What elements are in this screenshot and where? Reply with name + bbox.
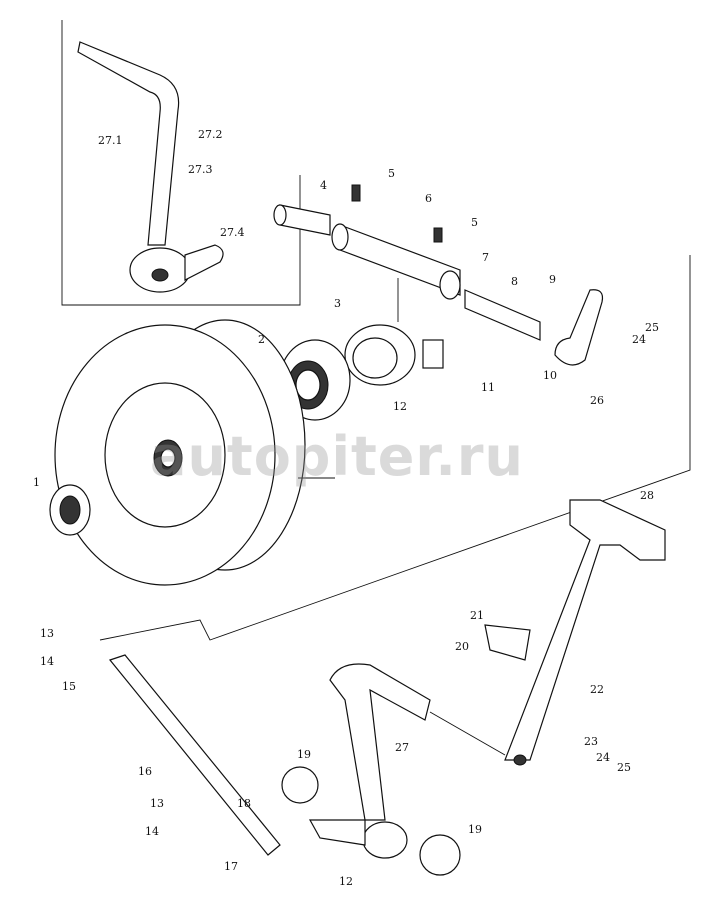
release-fork-assembly (273, 184, 541, 341)
callout: 1 (33, 476, 40, 489)
callout: 11 (481, 381, 495, 394)
callout: 26 (590, 394, 604, 407)
callout: 19 (468, 823, 482, 836)
callout: 9 (549, 273, 556, 286)
callout: 17 (224, 860, 238, 873)
callout: 12 (393, 400, 407, 413)
callout: 2 (258, 333, 265, 346)
callout: 27.4 (220, 226, 245, 239)
callout: 15 (62, 680, 76, 693)
callout: 21 (470, 609, 484, 622)
callout: 14 (145, 825, 159, 838)
callout: 4 (320, 179, 327, 192)
callout: 23 (584, 735, 598, 748)
callout: 16 (138, 765, 152, 778)
clutch-disc (49, 319, 306, 586)
callout: 25 (645, 321, 659, 334)
callout: 19 (297, 748, 311, 761)
bracket-21 (484, 624, 531, 661)
clutch-rod-16 (108, 654, 281, 856)
callout: 27.1 (98, 134, 123, 147)
inset-frame (61, 20, 301, 306)
callout: 13 (150, 797, 164, 810)
callout: 8 (511, 275, 518, 288)
callout: 3 (334, 297, 341, 310)
callout: 27.2 (198, 128, 223, 141)
leader-lines (298, 278, 506, 756)
callout: 22 (590, 683, 604, 696)
lever-10 (554, 289, 604, 366)
clutch-pedal (504, 499, 666, 766)
callout: 6 (425, 192, 432, 205)
pedal-lever-inset (77, 41, 224, 293)
callout: 24 (596, 751, 610, 764)
callout: 7 (482, 251, 489, 264)
callout: 12 (339, 875, 353, 888)
callout: 25 (617, 761, 631, 774)
callout: 20 (455, 640, 469, 653)
boundary-line (99, 255, 691, 641)
callout: 18 (237, 797, 251, 810)
callout: 14 (40, 655, 54, 668)
callout: 5 (471, 216, 478, 229)
callout: 5 (388, 167, 395, 180)
callout: 13 (40, 627, 54, 640)
pedal-shaft-27 (281, 663, 461, 876)
callout: 27 (395, 741, 409, 754)
callout: 27.3 (188, 163, 213, 176)
watermark: autopiter.ru (150, 425, 524, 488)
callout: 10 (543, 369, 557, 382)
release-bearing (279, 324, 444, 421)
callout: 24 (632, 333, 646, 346)
callout: 28 (640, 489, 654, 502)
